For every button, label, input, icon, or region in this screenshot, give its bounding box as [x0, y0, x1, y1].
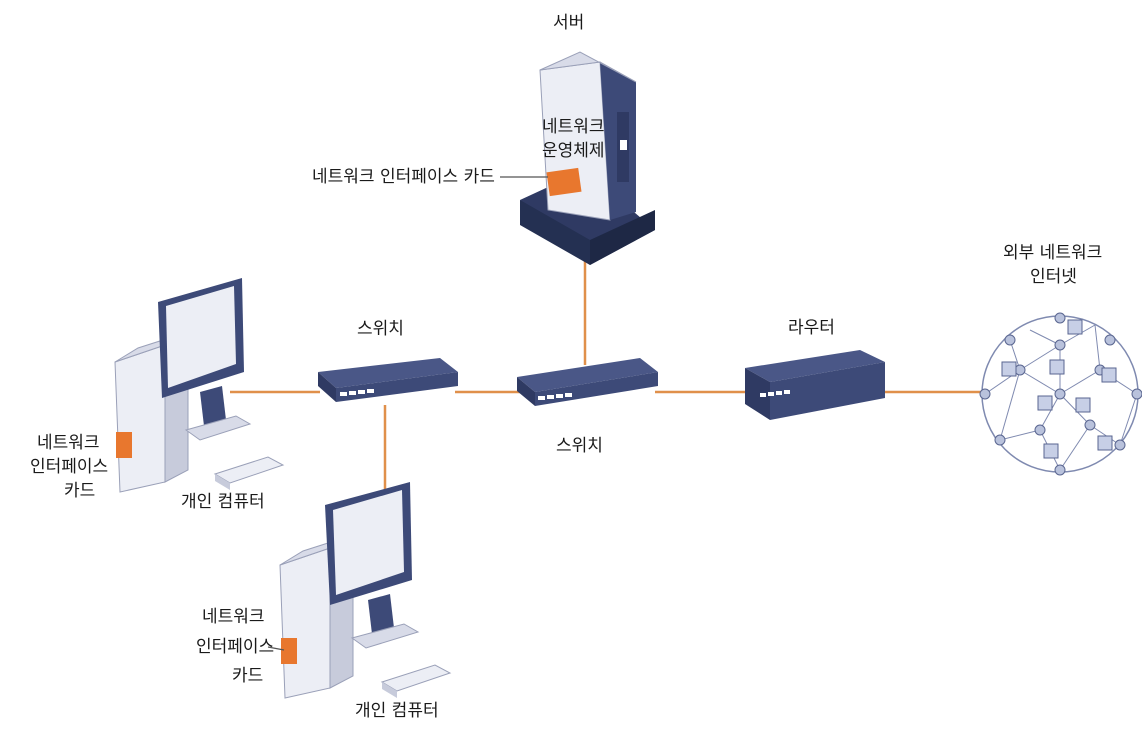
pc2-nic-icon — [281, 638, 297, 664]
network-switch-icon-left — [318, 358, 458, 402]
network-switch-icon-center — [517, 358, 658, 406]
server-title: 서버 — [553, 13, 584, 33]
internet-label-line2: 인터넷 — [1030, 267, 1077, 287]
server-os-label-line2: 운영체제 — [542, 141, 605, 161]
pc2-nic-leader-line — [267, 646, 285, 651]
pc1-nic-label-line1: 네트워크 — [37, 433, 100, 453]
pc1-title: 개인 컴퓨터 — [181, 492, 265, 512]
server-tower-icon — [520, 51, 655, 265]
pc1-nic-label-line2: 인터페이스 — [30, 457, 108, 477]
router-icon — [745, 350, 885, 420]
left-switch-label: 스위치 — [357, 319, 404, 339]
pc2-title: 개인 컴퓨터 — [355, 701, 439, 721]
server-nic-label: 네트워크 인터페이스 카드 — [312, 167, 495, 187]
pc1-nic-label-line3: 카드 — [64, 481, 95, 501]
server-os-label-line1: 네트워크 — [542, 117, 605, 137]
pc2-nic-label-line3: 카드 — [232, 666, 263, 686]
internet-globe-icon — [979, 312, 1142, 476]
pc2-nic-label-line1: 네트워크 — [202, 607, 265, 627]
center-switch-label: 스위치 — [556, 436, 603, 456]
router-label: 라우터 — [788, 318, 835, 338]
pc2-nic-label-line2: 인터페이스 — [196, 637, 274, 657]
internet-label-line1: 외부 네트워크 — [1003, 243, 1102, 263]
desktop-computer-icon-2 — [279, 482, 452, 699]
desktop-computer-icon-1 — [114, 278, 285, 493]
cables — [230, 250, 990, 490]
pc1-nic-icon — [116, 432, 132, 458]
server-nic-icon — [546, 167, 582, 197]
